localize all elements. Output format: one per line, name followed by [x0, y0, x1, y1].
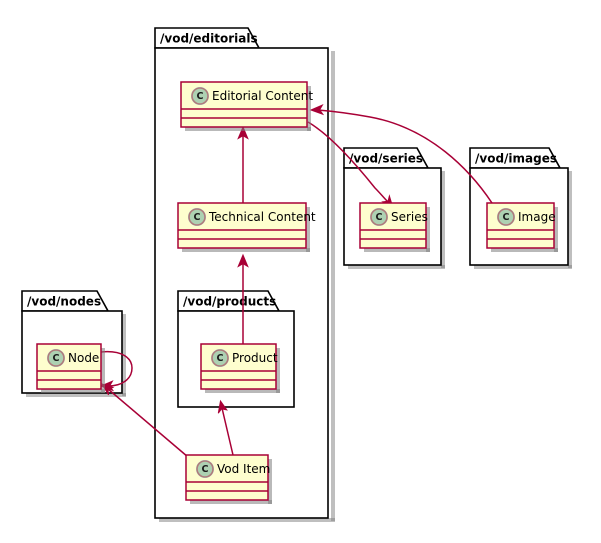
- relations-layer: [99, 104, 493, 458]
- class-technical-content[interactable]: C Technical Content: [177, 202, 316, 249]
- class-name-label: Technical Content: [208, 210, 316, 224]
- class-icon-letter: C: [503, 212, 510, 223]
- class-icon-ring: [370, 208, 388, 226]
- shadow-cls-editorial-bottom: [185, 127, 311, 131]
- relation-line: [107, 388, 189, 458]
- relation-line: [100, 350, 133, 387]
- relation-node-self-loop: [99, 350, 133, 392]
- class-series[interactable]: C Series: [359, 202, 428, 249]
- class-name-label: Product: [232, 351, 278, 365]
- class-icon-ring: [196, 460, 214, 478]
- relation-line: [221, 407, 234, 456]
- class-icon-letter: C: [376, 212, 383, 223]
- class-box: [200, 343, 277, 390]
- class-icon-letter: C: [194, 212, 201, 223]
- class-box: [486, 202, 555, 249]
- shadow-pkg-series-bottom: [348, 265, 445, 269]
- class-icon-ring: [188, 208, 206, 226]
- relation-vod-item-to-product: [217, 399, 234, 456]
- relation-arrowhead: [309, 104, 325, 116]
- class-editorial-content[interactable]: C Editorial Content: [180, 81, 313, 128]
- class-name-label: Image: [518, 210, 556, 224]
- shadow-cls-technical-right: [306, 207, 310, 252]
- class-name-label: Editorial Content: [212, 89, 313, 103]
- class-image[interactable]: C Image: [486, 202, 556, 249]
- package-label-vod-images: /vod/images: [475, 152, 557, 166]
- class-icon-letter: C: [53, 353, 60, 364]
- class-box: [359, 202, 427, 249]
- relation-line: [307, 121, 389, 203]
- relation-image-to-editorial-content: [309, 104, 493, 204]
- class-product[interactable]: C Product: [200, 343, 278, 390]
- shadow-cls-vod-item-right: [268, 459, 272, 504]
- package-label-vod-nodes: /vod/nodes: [27, 295, 101, 309]
- shadow-cls-image-right: [554, 207, 558, 252]
- package-label-vod-editorials: /vod/editorials: [160, 32, 258, 46]
- shadow-pkg-images-bottom: [474, 265, 572, 269]
- package-label-vod-products: /vod/products: [183, 295, 276, 309]
- shadow-pkg-images-right: [568, 171, 572, 268]
- relation-arrowhead: [237, 253, 249, 268]
- shadow-cls-editorial-right: [307, 86, 311, 131]
- shadow-cls-technical-bottom: [182, 248, 310, 252]
- relation-arrowhead: [237, 125, 249, 140]
- class-icon-ring: [497, 208, 515, 226]
- shadow-pkg-nodes-bottom: [26, 393, 126, 397]
- shadow-cls-node-bottom: [41, 389, 105, 393]
- class-icon-letter: C: [217, 353, 224, 364]
- relation-line: [317, 109, 493, 204]
- shadow-pkg-editorials-right: [331, 51, 335, 521]
- shadow-cls-vod-item-bottom: [190, 500, 272, 504]
- shadow-cls-series-bottom: [364, 248, 430, 252]
- class-vod-item[interactable]: C Vod Item: [185, 454, 270, 501]
- class-name-label: Series: [391, 210, 428, 224]
- class-name-label: Vod Item: [217, 462, 270, 476]
- relation-arrowhead: [217, 399, 228, 414]
- shadow-pkg-series-right: [441, 171, 445, 268]
- shadow-pkg-editorials-bottom: [159, 518, 335, 522]
- relation-technical-content-to-editorial-content: [237, 125, 249, 203]
- class-node[interactable]: C Node: [36, 343, 102, 390]
- class-icon-ring: [191, 87, 209, 105]
- class-box: [36, 343, 102, 390]
- shadow-cls-series-right: [426, 207, 430, 252]
- package-label-vod-series: /vod/series: [349, 152, 423, 166]
- shadow-cls-node-right: [101, 348, 105, 393]
- class-icon-letter: C: [197, 91, 204, 102]
- relation-product-to-technical-content: [237, 253, 249, 344]
- shadow-cls-product-bottom: [205, 389, 280, 393]
- class-icon-ring: [47, 349, 65, 367]
- class-icon-ring: [211, 349, 229, 367]
- shadow-cls-product-right: [276, 348, 280, 393]
- shadow-cls-image-bottom: [491, 248, 558, 252]
- class-icon-letter: C: [202, 464, 209, 475]
- class-shadow-layer: [41, 86, 558, 504]
- relation-arrowhead: [99, 380, 115, 392]
- class-name-label: Node: [68, 351, 99, 365]
